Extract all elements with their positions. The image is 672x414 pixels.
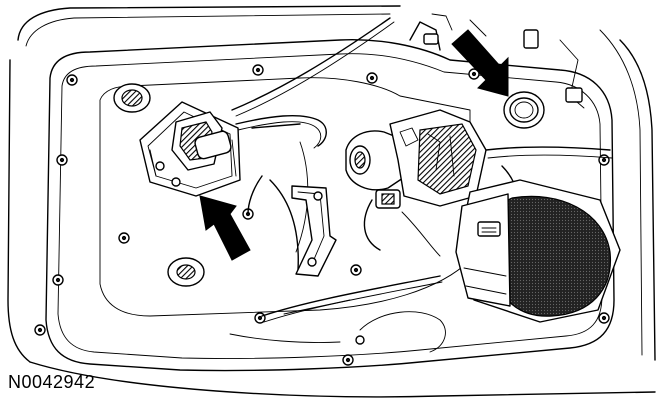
callout-arrow-to-module [199,195,251,261]
window-motor-assembly [345,109,487,257]
figure-reference-code: N0042942 [8,372,96,392]
lower-left-boss [167,257,205,287]
lower-rod [261,275,443,323]
lower-panel-details [229,311,446,353]
door-speaker [455,179,621,323]
upper-left-boss [113,83,151,113]
frame-screws [34,64,610,366]
window-regulator-bracket [291,185,337,277]
door-lock-module [139,101,241,197]
door-outer-shell [7,5,656,398]
access-grommet [503,91,545,129]
callout-arrow-to-grommet [451,29,509,97]
